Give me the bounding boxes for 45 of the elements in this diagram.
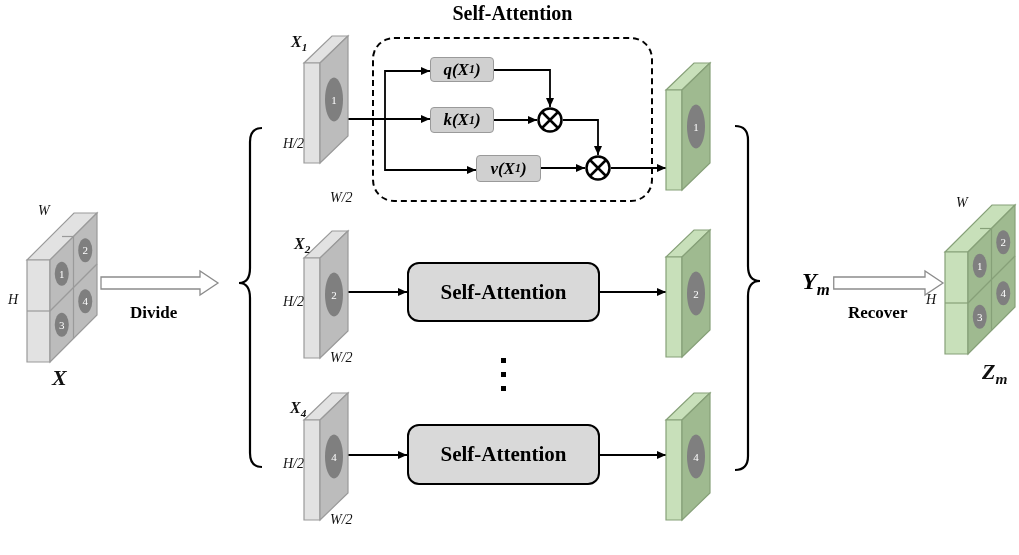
tensor-label: X$_{1}$ [291,34,308,56]
tensor-label: Y$_{m}$ [802,268,830,300]
arrow [493,69,554,108]
tensor-label: W/2 [330,190,353,206]
arrow [493,116,538,124]
dimension-label: H [8,292,19,308]
arrow [540,164,586,172]
dimension-label: H [926,292,937,308]
region-number: 4 [81,295,89,308]
group-title: Self-Attention [451,2,574,25]
region-number: 4 [330,450,338,463]
region-number: 4 [999,287,1007,300]
tensor-label: X$_{2}$ [294,236,311,258]
dimension-label: H/2 [283,456,304,472]
arrow [599,288,667,296]
dimension-label: W [956,195,968,211]
region-number: 1 [58,267,66,280]
tensor-label: X$_{4}$ [290,400,307,422]
region-number: 2 [81,244,89,257]
tensor-label: W/2 [330,350,353,366]
tensor-label: X [52,366,67,390]
region-number: 3 [58,318,66,331]
region-number: 1 [692,120,700,133]
dimension-label: H/2 [283,136,304,152]
multiply-symbol [537,107,563,133]
process-box: Self-Attention [407,424,600,485]
region-number: 3 [976,310,984,323]
hollow-arrow [100,269,220,297]
region-number: 2 [692,287,700,300]
dimension-label: H/2 [283,294,304,310]
arrow [599,451,667,459]
region-number: 2 [999,236,1007,249]
arrow [347,118,477,174]
arrow [610,164,667,172]
process-box: Self-Attention [407,262,600,322]
region-number: 2 [330,288,338,301]
region-number: 4 [692,450,700,463]
tensor-label: W/2 [330,512,353,528]
hollow-arrow [833,269,945,297]
region-number: 1 [976,259,984,272]
arrow [562,119,602,156]
multiply-symbol [585,155,611,181]
region-number: 1 [330,93,338,106]
dimension-label: W [38,203,50,219]
tensor-label: Z$_{m}$ [982,360,1008,390]
